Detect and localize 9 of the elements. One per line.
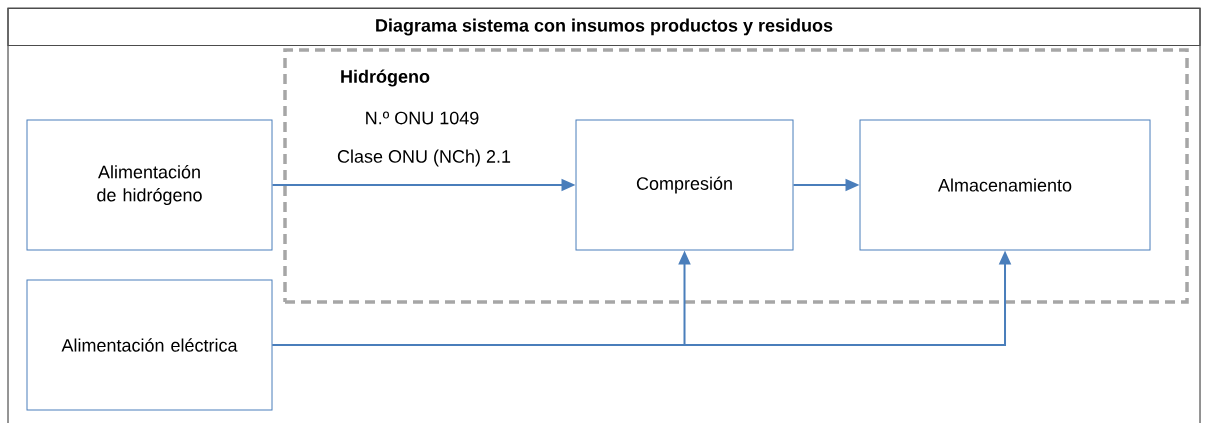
stream-label: N.º ONU 1049 [366,111,479,125]
process-box: Alimentación eléctrica [26,279,273,411]
process-box: Alimentación de hidrógeno [26,119,273,251]
stream-label: Hidrógeno [341,69,430,87]
title-bar: Diagrama sistema con insumos productos y residuos [7,7,1201,47]
dashed-boundary [283,48,1189,304]
process-box: Compresión [575,119,794,251]
edge-label: Clase ONU (NCh) 2.1 [337,149,511,167]
process-box: Almacenamiento [859,119,1151,251]
